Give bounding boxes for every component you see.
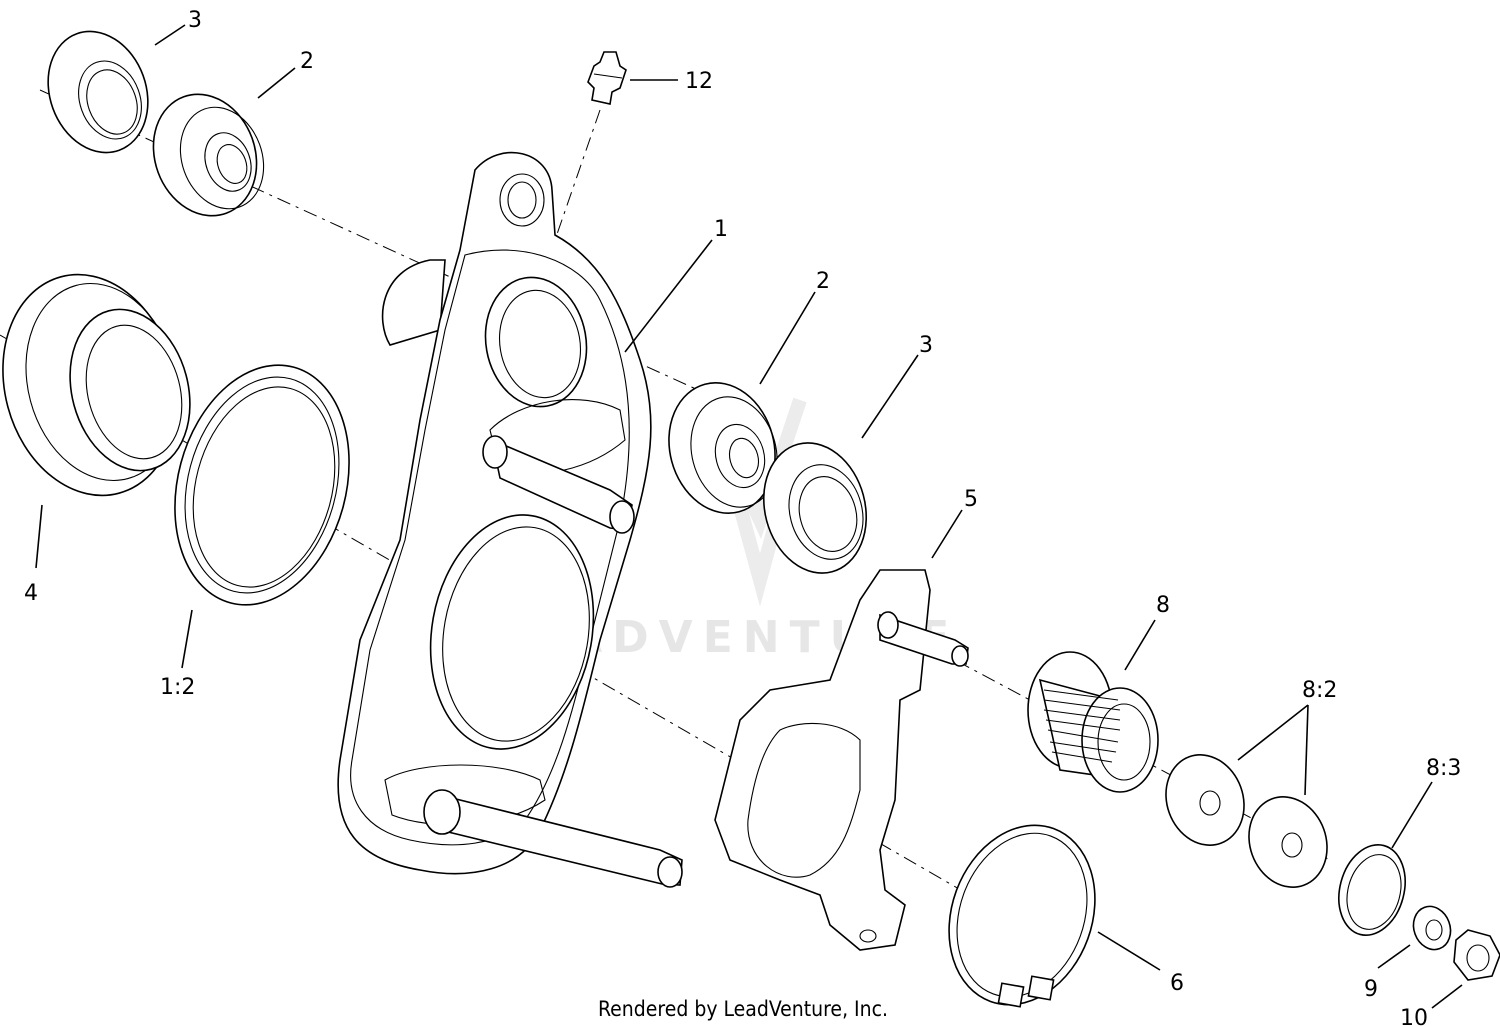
callout-5: 5 — [964, 487, 978, 512]
spacer-part-8-2-b — [1248, 796, 1328, 888]
bearing-part-2-top — [152, 93, 265, 217]
callout-12: 12 — [685, 69, 713, 94]
callout-3-top: 3 — [188, 8, 202, 33]
callout-2-mid: 2 — [816, 269, 830, 294]
retaining-ring-part-6 — [948, 824, 1096, 1008]
housing-part-4 — [2, 273, 191, 497]
callout-1: 1 — [714, 217, 728, 242]
callout-10: 10 — [1400, 1006, 1428, 1027]
washer-part-9 — [1412, 905, 1452, 951]
spacer-part-8-2-a — [1165, 754, 1245, 846]
render-credit: Rendered by LeadVenture, Inc. — [598, 997, 888, 1021]
leader-lines — [35, 24, 1463, 1009]
seal-part-3-top — [47, 30, 149, 154]
callout-8-3: 8:3 — [1426, 756, 1461, 781]
callout-9: 9 — [1364, 977, 1378, 1002]
callout-labels: 3 2 12 1 2 3 4 1:2 5 8 8:2 8:3 6 9 10 — [24, 8, 1461, 1027]
callout-4: 4 — [24, 581, 38, 606]
callout-3-mid: 3 — [919, 333, 933, 358]
seal-part-3-mid — [762, 442, 868, 574]
callout-6: 6 — [1170, 971, 1184, 996]
callout-8-2: 8:2 — [1302, 678, 1337, 703]
nut-part-10 — [1453, 929, 1500, 981]
callout-8: 8 — [1156, 593, 1170, 618]
pulley-part-8 — [1027, 651, 1159, 793]
snap-ring-part-8-3 — [1338, 844, 1406, 936]
ring-part-1-2 — [174, 364, 350, 606]
callout-2-top: 2 — [300, 49, 314, 74]
grease-fitting-part-12 — [587, 51, 627, 105]
idler-arm-part-1 — [337, 151, 683, 888]
callout-1-2: 1:2 — [160, 675, 195, 700]
bearing-part-2-mid — [668, 382, 778, 514]
bracket-part-5 — [714, 569, 969, 951]
